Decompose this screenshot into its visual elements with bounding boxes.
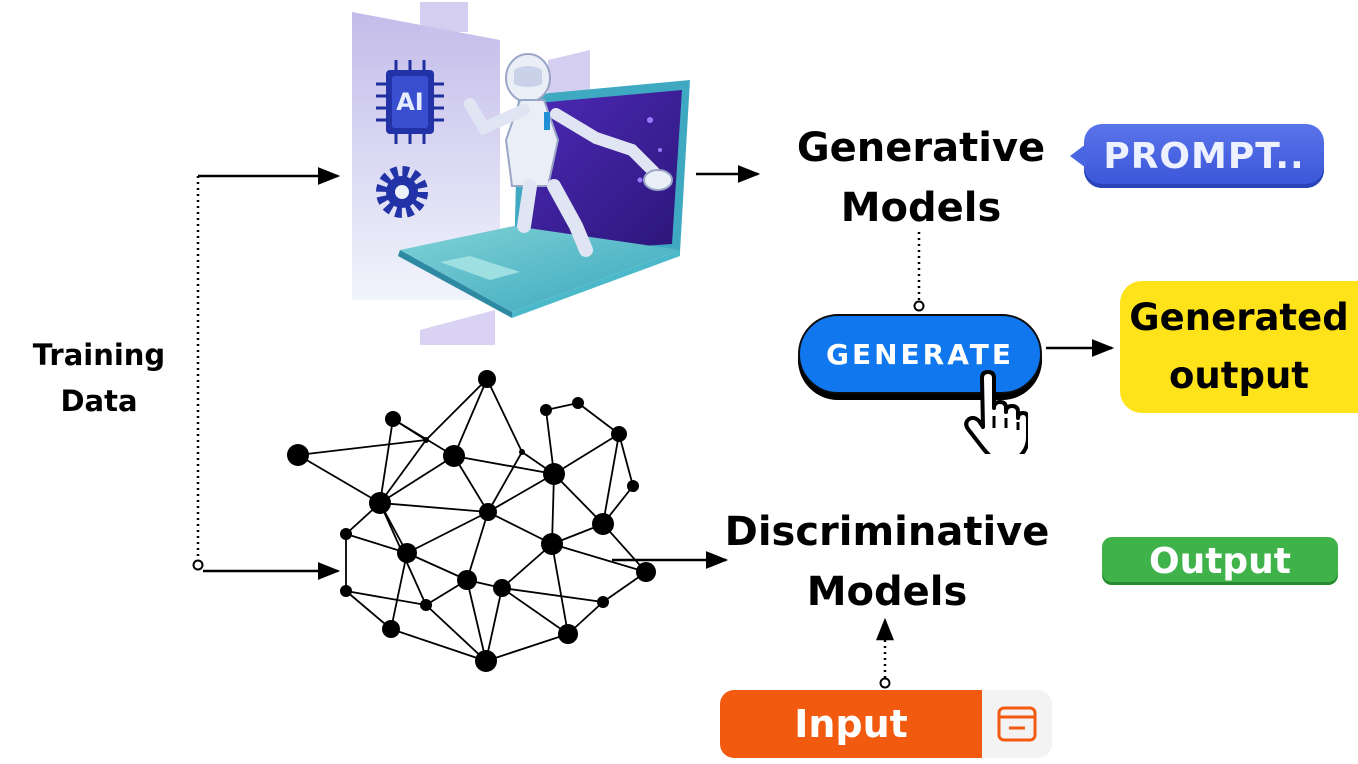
generate-button[interactable]: GENERATE	[798, 314, 1042, 394]
connector-dot	[192, 559, 204, 571]
discriminative-models-label: Discriminative Models	[720, 502, 1054, 622]
pointer-hand-icon	[964, 370, 1028, 454]
neural-network-nodes	[287, 370, 656, 672]
generative-models-line-1: Generative	[796, 125, 1046, 171]
output-button[interactable]: Output	[1102, 537, 1338, 585]
ai-chip-icon: AI	[376, 60, 444, 144]
generative-models-line-2: Models	[840, 185, 1002, 231]
discriminative-models-line-2: Models	[806, 569, 968, 615]
generated-output-box: Generated output	[1120, 281, 1358, 413]
generative-models-label: Generative Models	[790, 118, 1052, 238]
form-icon	[997, 706, 1037, 742]
input-form-icon-box[interactable]	[982, 690, 1052, 758]
training-data-line-1: Training	[32, 338, 166, 372]
robot-figure	[464, 53, 673, 257]
training-data-label: Training Data	[14, 332, 184, 424]
input-field[interactable]: Input	[720, 690, 1052, 758]
prompt-button[interactable]: PROMPT..	[1070, 124, 1324, 188]
svg-text:AI: AI	[396, 88, 424, 116]
generated-output-line-2: output	[1169, 354, 1309, 397]
gear-icon	[376, 166, 428, 218]
connector-dot	[879, 677, 891, 689]
ai-laptop-illustration: AI	[352, 2, 690, 345]
generated-output-line-1: Generated	[1129, 296, 1349, 339]
discriminative-models-line-1: Discriminative	[724, 509, 1050, 555]
training-data-line-2: Data	[60, 384, 138, 418]
connector-dot	[913, 300, 925, 312]
input-label[interactable]: Input	[720, 690, 982, 758]
